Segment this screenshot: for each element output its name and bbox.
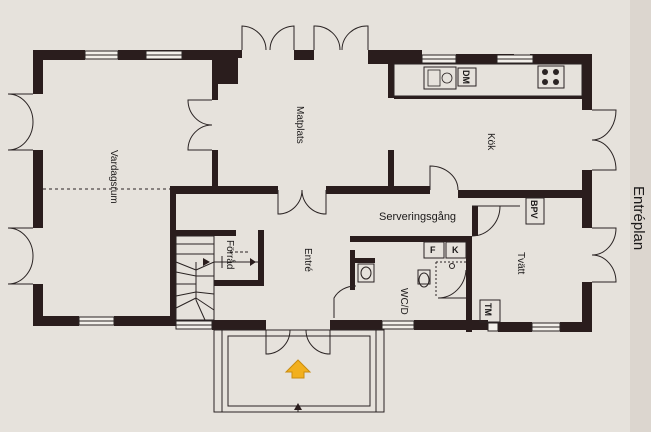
stair-arrow-icon [203, 258, 210, 266]
dryer-box [479, 299, 501, 323]
fixture-label-fridge: K [452, 245, 459, 255]
fixture-label-dryer: TM [483, 303, 493, 316]
paper-shadow-edge [630, 0, 651, 432]
laundry-fixtures [423, 197, 545, 323]
room-label-wc: WC/D [398, 288, 409, 315]
staircase [175, 235, 258, 321]
fixture-label-boiler: BPV [529, 200, 539, 219]
room-label-laundry: Tvätt [515, 252, 526, 274]
entry-arrow-icon [284, 359, 312, 379]
room-label-kitchen: Kök [485, 133, 496, 151]
storage-arrow-icon [250, 258, 256, 266]
fixture-label-freezer: F [430, 245, 436, 255]
windows [78, 50, 561, 332]
freezer-box [423, 241, 445, 259]
shower-icon [435, 261, 466, 296]
interior-walls [170, 60, 582, 332]
toilet-icon [417, 269, 431, 285]
room-label-dining: Matplats [294, 106, 305, 144]
kitchen-fixtures [393, 63, 583, 97]
sink-icon [423, 66, 457, 90]
room-label-living: Vardagsrum [108, 150, 119, 204]
room-label-storage: Förråd [224, 240, 236, 269]
kitchen-counter [393, 63, 583, 97]
room-label-entrance: Entré [302, 248, 313, 272]
wc-fixtures [357, 261, 466, 296]
fixture-label-dishwasher: DM [461, 70, 471, 84]
stove-icon [537, 65, 565, 89]
boiler-box [525, 197, 545, 225]
dishwasher-box [457, 67, 477, 87]
room-label-serving: Serveringsgång [379, 211, 456, 223]
plan-title: Entréplan [630, 186, 647, 250]
doors [7, 25, 617, 355]
porch-arrow-icon [294, 403, 302, 410]
fridge-box [445, 241, 467, 259]
washbasin-icon [357, 263, 375, 283]
